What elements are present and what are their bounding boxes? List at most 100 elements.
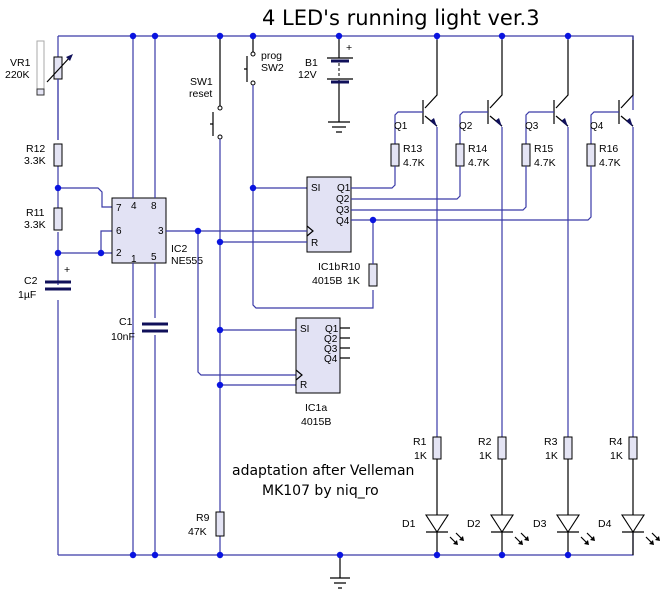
sw1-reset-switch[interactable]: SW1 reset: [189, 36, 223, 140]
led-resistor-value: 1K: [479, 450, 492, 462]
junction-dot: [151, 32, 159, 40]
junction-dot: [97, 249, 105, 257]
base-resistor-ref: R16: [599, 143, 618, 155]
svg-text:R: R: [311, 238, 318, 249]
svg-text:12V: 12V: [298, 69, 317, 81]
sw2-prog-switch[interactable]: prog SW2: [244, 36, 284, 86]
svg-text:2: 2: [116, 248, 122, 259]
c1-capacitor: C1 10nF: [111, 316, 168, 343]
led-label: D4: [598, 518, 612, 530]
svg-text:R: R: [300, 380, 307, 391]
credit-line-1: adaptation after Velleman: [232, 463, 414, 479]
svg-text:SI: SI: [311, 183, 320, 194]
r12-resistor: R12 3.3K: [24, 143, 63, 167]
svg-text:6: 6: [116, 226, 122, 237]
svg-text:220K: 220K: [5, 69, 30, 81]
svg-text:R12: R12: [26, 143, 45, 155]
led-icon: [489, 514, 515, 534]
svg-text:Q4: Q4: [336, 216, 350, 227]
ic1a-4015b: SI R Q1 Q2 Q3 Q4 IC1a 4015B: [295, 317, 350, 428]
junction-dot: [216, 326, 224, 334]
svg-text:+: +: [64, 264, 70, 276]
svg-text:Q2: Q2: [324, 334, 338, 345]
junction-dot: [498, 32, 506, 40]
svg-text:SW2: SW2: [261, 62, 284, 74]
junction-dot: [249, 32, 257, 40]
svg-text:IC1b: IC1b: [318, 261, 340, 273]
svg-text:SI: SI: [300, 324, 309, 335]
led-resistor: [432, 436, 442, 460]
led-icon: [620, 514, 646, 534]
svg-text:4015B: 4015B: [301, 416, 331, 428]
junction-dot: [369, 216, 377, 224]
junction-dot: [216, 551, 224, 559]
junction-dot: [249, 184, 257, 192]
junction-dot: [54, 184, 62, 192]
base-resistor: [390, 143, 400, 167]
svg-text:3: 3: [158, 226, 164, 237]
svg-text:Q3: Q3: [336, 205, 350, 216]
r11-resistor: R11 3.3K: [24, 207, 63, 231]
junction-dot: [433, 32, 441, 40]
svg-text:4: 4: [131, 201, 137, 212]
junction-dot: [151, 551, 159, 559]
base-resistor: [521, 143, 531, 167]
svg-text:B1: B1: [305, 57, 318, 69]
junction-dot: [433, 551, 441, 559]
junction-dot: [216, 32, 224, 40]
junction-dot: [129, 551, 137, 559]
svg-text:7: 7: [116, 203, 122, 214]
ic1b-4015b: SI R Q1 Q2 Q3 Q4 IC1b 4015B: [306, 176, 352, 287]
svg-text:C2: C2: [24, 275, 38, 287]
vr1-potentiometer: VR1 220K: [5, 40, 73, 96]
svg-text:NE555: NE555: [171, 255, 203, 267]
base-resistor: [586, 143, 596, 167]
svg-text:SW1: SW1: [190, 76, 213, 88]
svg-text:IC1a: IC1a: [305, 402, 327, 414]
led-resistor-value: 1K: [610, 450, 623, 462]
svg-text:R9: R9: [196, 512, 210, 524]
c2-capacitor: + C2 1µF: [18, 264, 71, 301]
led-resistor-ref: R4: [609, 436, 623, 448]
junction-dot: [564, 32, 572, 40]
svg-text:+: +: [346, 42, 352, 54]
transistor-label: Q3: [525, 121, 539, 132]
svg-text:8: 8: [151, 201, 157, 212]
svg-text:3.3K: 3.3K: [24, 155, 46, 167]
svg-text:Q1: Q1: [325, 324, 339, 335]
led-resistor-value: 1K: [414, 450, 427, 462]
junction-dot: [194, 227, 202, 235]
gnd-rail: [58, 520, 634, 556]
base-resistor-value: 4.7K: [599, 157, 621, 169]
led-resistor-value: 1K: [545, 450, 558, 462]
svg-text:C1: C1: [119, 316, 133, 328]
ic2-ne555: 7 4 8 6 3 2 1 5 IC2 NE555: [111, 197, 203, 267]
led-resistor: [563, 436, 573, 460]
svg-text:IC2: IC2: [171, 243, 188, 255]
led-label: D3: [533, 518, 547, 530]
junction-dot: [216, 238, 224, 246]
base-resistor-ref: R15: [534, 143, 553, 155]
credit-line-2: MK107 by niq_ro: [262, 483, 379, 499]
svg-text:Q3: Q3: [324, 344, 338, 355]
junction-dot: [54, 249, 62, 257]
r10-resistor: R10 1K: [341, 261, 378, 287]
junction-dot: [498, 551, 506, 559]
led-resistor-ref: R2: [478, 436, 492, 448]
r9-resistor: R9 47K: [188, 511, 225, 538]
svg-text:1K: 1K: [347, 275, 360, 287]
svg-text:5: 5: [151, 252, 157, 263]
svg-text:R10: R10: [341, 261, 360, 273]
base-resistor-ref: R13: [403, 143, 422, 155]
led-label: D2: [467, 518, 481, 530]
svg-text:47K: 47K: [188, 526, 207, 538]
junction-dot: [335, 32, 343, 40]
junction-dot: [564, 551, 572, 559]
svg-text:Q1: Q1: [337, 183, 351, 194]
transistor-label: Q4: [590, 121, 604, 132]
svg-text:VR1: VR1: [10, 57, 31, 69]
